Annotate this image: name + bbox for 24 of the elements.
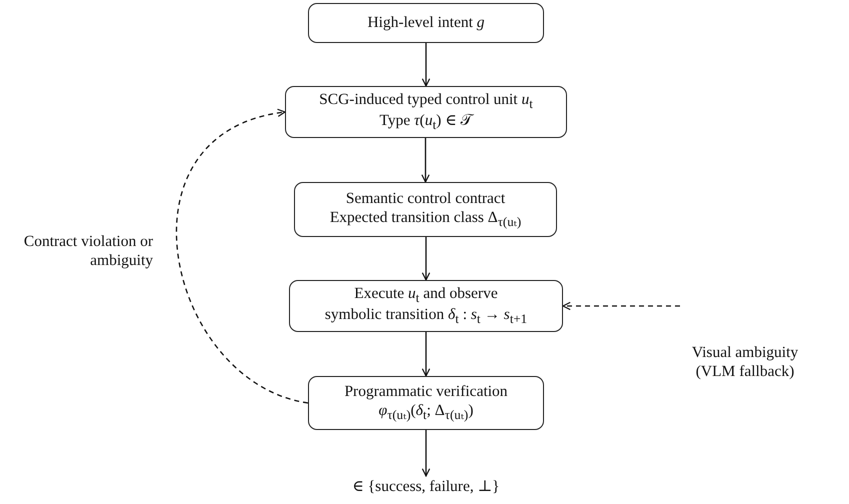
box-text: SCG-induced typed control unit u$_{t}$ — [319, 91, 533, 112]
arrow — [422, 43, 430, 87]
box-text: symbolic transition δ$_{t}$ : s$_{t}$ → s$_{t+1}$ — [324, 306, 528, 327]
arrow — [176, 110, 308, 404]
edge-label: Contract violation or ambiguity — [22, 233, 153, 270]
box-text: Programmatic verification — [344, 383, 508, 402]
arrow — [422, 332, 430, 377]
process-box — [285, 86, 567, 138]
process-box — [308, 3, 544, 43]
process-box — [308, 376, 544, 430]
process-box — [294, 182, 557, 237]
box-text: φ$_{τ(uₜ)}$(δ$_{t}$; Δ$_{τ(uₜ)}$) — [378, 402, 474, 423]
arrow — [562, 302, 680, 310]
box-text: Expected transition class Δ$_{τ(uₜ)}$ — [330, 208, 522, 230]
outcome-text: ∈ {success, failure, ⊥} — [352, 478, 500, 496]
box-text: High-level intent g — [367, 14, 485, 32]
process-box — [289, 280, 563, 332]
box-text: Semantic control contract — [346, 190, 506, 208]
arrow — [422, 430, 430, 477]
box-text: Execute u$_{t}$ and observe — [354, 285, 498, 306]
box-text: Type τ(u$_{t}$) ∈ 𝒯 — [379, 112, 473, 133]
outcome-text: Visual ambiguity (VLM fallback) — [690, 344, 800, 382]
arrow — [422, 237, 430, 281]
arrow — [421, 138, 430, 183]
